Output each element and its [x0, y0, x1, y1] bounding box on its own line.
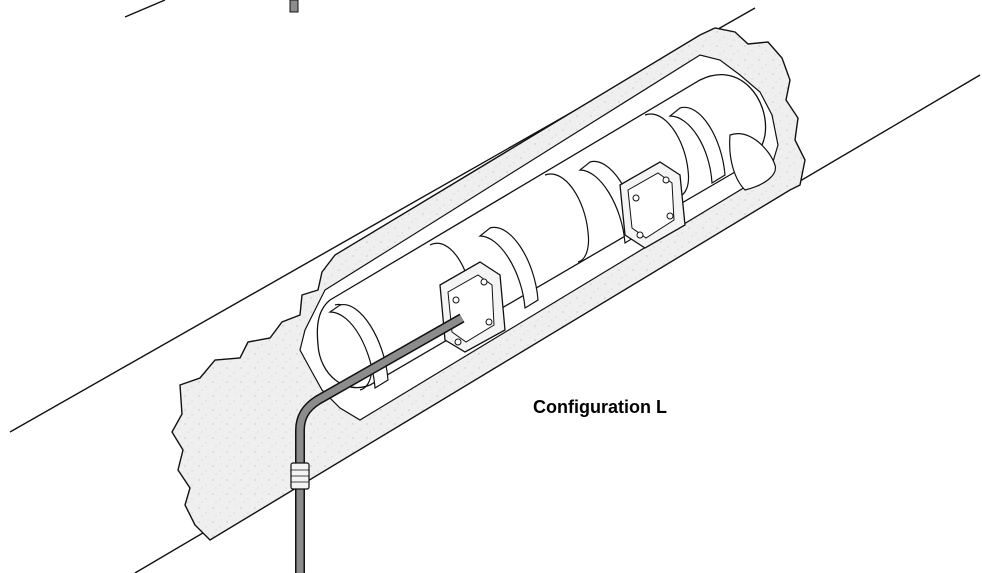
transducer-block-upper: [619, 161, 686, 249]
upper-pipe-stub: [124, 0, 299, 18]
pipe-end-fitting: [729, 133, 776, 191]
configuration-caption: Configuration L: [533, 397, 667, 417]
transducer-block-lower: [439, 261, 506, 353]
signal-cable: [290, 313, 465, 573]
